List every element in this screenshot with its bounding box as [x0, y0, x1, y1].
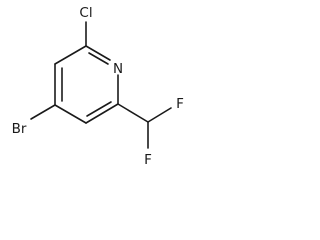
- atom-label-chlorine: Cl: [79, 5, 92, 21]
- bond-c2-n1: [85, 45, 111, 61]
- atom-labels: Cl N Br F F: [12, 5, 184, 168]
- bond-c6-cf2: [117, 103, 149, 123]
- atom-label-fluorine-lower: F: [144, 152, 152, 168]
- bond-c6-c5-inner: [86, 101, 112, 117]
- bond-c2-n1-inner: [88, 52, 109, 65]
- bond-c5-c4: [54, 104, 87, 124]
- pyridine-ring: [54, 45, 119, 124]
- structure-canvas: Cl N Br F F: [0, 0, 194, 178]
- bond-cf2-f-upper: [147, 107, 172, 123]
- bond-c3-c2: [54, 45, 87, 65]
- atom-label-bromine: Br: [12, 121, 27, 137]
- substituent-bonds: [30, 21, 172, 149]
- atom-label-nitrogen: N: [113, 61, 123, 77]
- atom-label-fluorine-upper: F: [176, 96, 184, 112]
- molecule-drawing: Cl N Br F F: [12, 5, 184, 168]
- bond-c6-c5: [85, 103, 119, 124]
- bond-c4-br: [30, 104, 56, 120]
